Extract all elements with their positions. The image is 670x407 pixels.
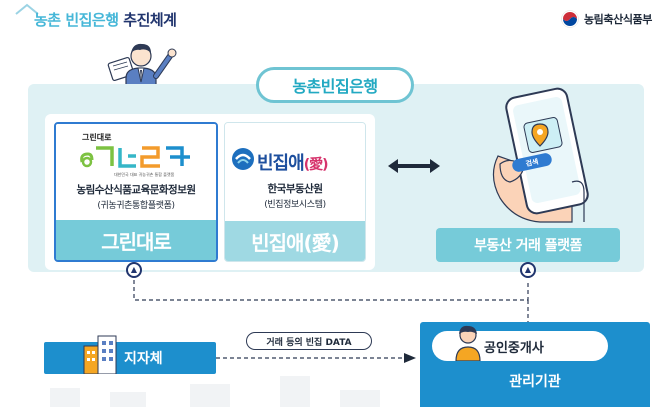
- greendaero-card: 그린대로 대한민국 대표 귀농귀촌 통합 플랫폼 농림수산식품교육문화정보원 (…: [54, 122, 218, 262]
- binjipae-org-name: 한국부동산원: [267, 183, 323, 195]
- ministry-logo: 농림축산식품부: [561, 10, 652, 28]
- binjipae-logo-main: 빈집애: [257, 153, 305, 174]
- management-agency-label: 관리기관: [509, 374, 561, 390]
- binjipae-org-sub: (빈집정보시스템): [264, 200, 326, 210]
- broker-person-icon: [455, 325, 481, 361]
- local-government-label: 지자체: [124, 351, 163, 367]
- binjipae-logo-icon: [232, 148, 254, 170]
- data-flow-label: 거래 등의 빈집 DATA: [246, 332, 372, 350]
- double-arrow-icon: [388, 159, 440, 173]
- greendaero-label: 그린대로: [56, 220, 216, 260]
- ministry-name: 농림축산식품부: [583, 13, 652, 26]
- real-estate-platform-label: 부동산 거래 플랫폼: [436, 228, 620, 262]
- government-emblem-icon: [561, 10, 579, 28]
- up-arrow-icon-right: ▲: [520, 262, 536, 278]
- binjipae-logo-area: 빈집애(愛) 한국부동산원 (빈집정보시스템): [225, 123, 365, 221]
- greendaero-logo-text: 그린대로: [82, 133, 112, 142]
- title-highlight: 농촌 빈집은행: [34, 11, 119, 29]
- binjipae-logo-paren: (愛): [303, 157, 329, 173]
- broker-label: 공인중개사: [484, 340, 544, 356]
- local-government-box: 지자체: [44, 342, 216, 374]
- greendaero-logo-tagline: 대한민국 대표 귀농귀촌 통합 플랫폼: [114, 172, 175, 177]
- title-rest: 추진체계: [123, 11, 177, 29]
- panel-title: 농촌빈집은행: [256, 67, 414, 103]
- greendaero-org-name: 농림수산식품교육문화정보원: [76, 184, 196, 196]
- flow-arrow-icon: [404, 353, 416, 363]
- greendaero-org-sub: (귀농귀촌통합플랫폼): [97, 201, 175, 211]
- binjipae-label: 빈집애(愛): [225, 221, 365, 261]
- binjipae-card: 빈집애(愛) 한국부동산원 (빈집정보시스템) 빈집애(愛): [224, 122, 366, 262]
- background-buildings: [50, 376, 380, 407]
- greendaero-logo-icon: [80, 146, 190, 168]
- house-roof-icon: [15, 3, 39, 15]
- page-title: 농촌 빈집은행 추진체계: [34, 9, 177, 30]
- up-arrow-icon-left: ▲: [126, 262, 142, 278]
- smartphone-hand-illustration: [492, 87, 589, 223]
- greendaero-logo-area: 그린대로 대한민국 대표 귀농귀촌 통합 플랫폼 농림수산식품교육문화정보원 (…: [56, 124, 216, 222]
- city-building-icon: [83, 335, 117, 374]
- binjipae-logo-text: 빈집애(愛): [257, 149, 329, 175]
